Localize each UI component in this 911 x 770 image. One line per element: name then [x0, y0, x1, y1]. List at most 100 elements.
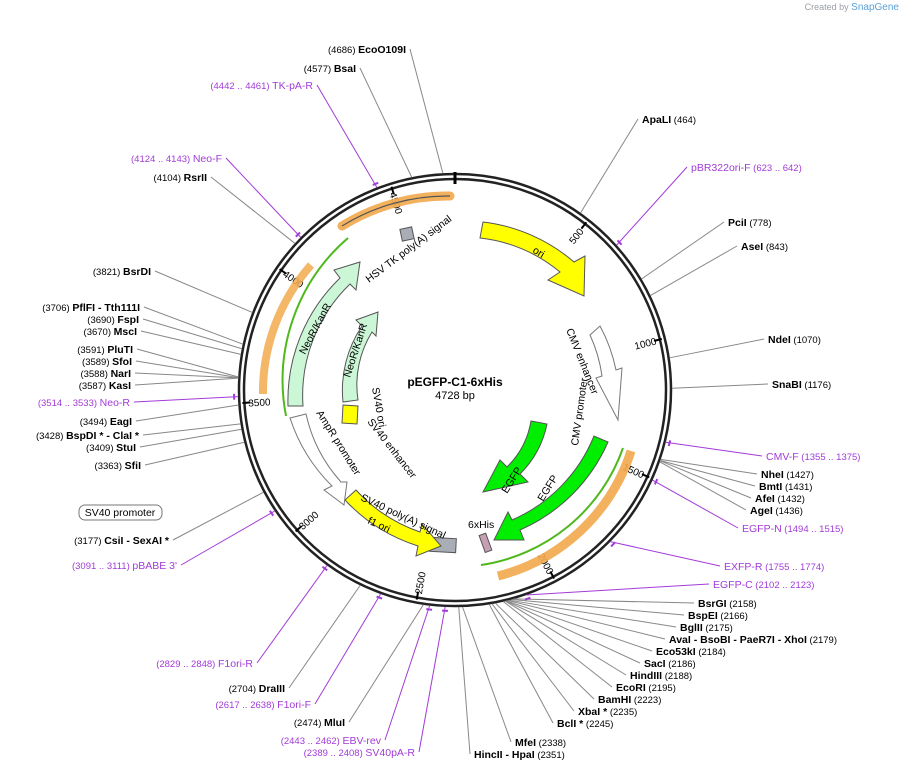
primer-leader-5: [610, 541, 721, 567]
primer-label-2: pBR322ori-F (623 .. 642): [691, 162, 802, 174]
site-label-37: (3706) PflFI - Tth111I: [42, 302, 140, 314]
primer-mark-9: [321, 566, 328, 572]
tick-mark-1500: [641, 473, 650, 479]
site-label-1: (4577) BsaI: [304, 63, 356, 75]
site-leader-18: [503, 601, 613, 688]
site-label-38: (3821) BsrDI: [93, 266, 151, 278]
site-leader-21: [488, 604, 554, 724]
site-leader-9: [659, 460, 752, 499]
site-label-34: (3591) PluTI: [77, 344, 133, 356]
site-label-25: (2704) DraIII: [229, 683, 285, 695]
primer-leader-2: [616, 166, 688, 246]
site-label-2: ApaLI (464): [642, 114, 696, 126]
primer-leader-7: [133, 396, 239, 403]
sv40-ori-box: [341, 404, 359, 425]
primer-leader-12: [418, 606, 446, 753]
site-label-13: BglII (2175): [680, 622, 733, 634]
tick-mark-2500: [415, 591, 420, 600]
egfp-arrow: [493, 435, 609, 541]
snapgene-watermark: Created by SnapGene: [804, 2, 899, 13]
primer-label-10: (2617 .. 2638) F1ori-F: [215, 699, 311, 711]
site-label-22: MfeI (2338): [515, 737, 566, 749]
site-label-14: AvaI - BsoBI - PaeR7I - XhoI (2179): [669, 634, 837, 646]
primer-leader-3: [665, 441, 763, 457]
primer-leader-4: [652, 479, 739, 529]
site-leader-8: [660, 460, 756, 487]
egfp-arrow-inner: [482, 420, 548, 493]
site-leader-7: [660, 458, 758, 475]
neo-arc-orange: [258, 262, 315, 395]
site-label-23: HincII - HpaI (2351): [474, 749, 565, 761]
primer-label-0: (4442 .. 4461) TK-pA-R: [210, 80, 313, 92]
site-label-10: AgeI (1436): [750, 505, 803, 517]
site-leader-32: [134, 372, 239, 379]
feature-label-sv40-enhancer: SV40 enhancer: [365, 416, 419, 481]
primer-mark-5: [610, 541, 616, 548]
site-leader-33: [135, 360, 239, 379]
tick-label-1000: 1000: [634, 336, 659, 352]
site-leader-3: [641, 221, 725, 280]
site-leader-15: [506, 600, 653, 652]
site-label-4: AseI (843): [741, 241, 788, 253]
primer-label-12: (2389 .. 2408) SV40pA-R: [304, 747, 416, 759]
site-label-7: NheI (1427): [761, 469, 814, 481]
site-label-36: (3690) FspI: [87, 314, 139, 326]
site-leader-13: [508, 599, 677, 628]
site-leader-17: [505, 600, 627, 676]
feature-shapes: [287, 221, 623, 557]
site-leader-14: [507, 599, 666, 640]
site-leader-27: [144, 441, 245, 466]
primer-label-1: (4124 .. 4143) Neo-F: [131, 153, 222, 165]
primer-mark-1: [295, 231, 301, 238]
primer-mark-8: [269, 510, 275, 517]
primer-label-6: EGFP-C (2102 .. 2123): [713, 579, 814, 591]
site-leader-35: [140, 330, 242, 355]
site-leader-37: [143, 306, 244, 345]
primer-label-7: (3514 .. 3533) Neo-R: [38, 397, 131, 409]
primer-label-11: (2443 .. 2462) EBV-rev: [281, 735, 382, 747]
site-leader-23: [458, 606, 471, 755]
site-leader-16: [505, 600, 641, 664]
egfp-arc-green: [480, 447, 624, 566]
site-label-16: SacI (2186): [644, 658, 696, 670]
tick-label-3000: 3000: [297, 509, 321, 532]
site-label-24: (2474) MluI: [294, 717, 345, 729]
site-leader-0: [409, 48, 444, 174]
site-label-29: (3428) BspDI * - ClaI *: [36, 430, 140, 442]
tk-arc-line: [341, 195, 451, 227]
site-label-31: (3587) KasI: [79, 380, 131, 392]
site-leader-10: [659, 461, 747, 511]
site-leader-22: [462, 606, 512, 743]
site-label-17: HindIII (2188): [630, 670, 692, 682]
egfp-arc-orange: [496, 449, 636, 581]
tick-label-500: 500: [568, 226, 587, 246]
neo-arc-green: [281, 237, 349, 417]
site-leader-12: [511, 599, 685, 616]
primer-mark-6: [524, 596, 531, 601]
primer-mark-11: [426, 608, 433, 611]
primer-mark-0: [372, 181, 379, 186]
primer-leader-0: [316, 84, 378, 188]
site-leader-5: [669, 338, 765, 359]
primer-leader-1: [225, 157, 302, 238]
primer-leader-6: [526, 583, 710, 596]
site-leader-1: [359, 67, 413, 178]
primer-leader-11: [384, 605, 431, 741]
site-leader-4: [650, 245, 738, 296]
site-leader-26: [172, 491, 264, 541]
site-label-19: BamHI (2223): [598, 694, 661, 706]
site-leader-29: [142, 423, 241, 436]
site-label-39: (4104) RsrII: [154, 172, 208, 184]
site-leader-20: [491, 603, 575, 712]
feature-label-ori: ori: [530, 244, 546, 260]
primer-mark-2: [616, 239, 623, 246]
ori-arrow: [479, 221, 586, 297]
site-label-28: (3409) StuI: [86, 442, 136, 454]
snapgene-brand: SnapGene: [851, 2, 899, 13]
tick-mark-3000: [294, 525, 303, 533]
site-leader-36: [142, 318, 243, 350]
tick-label-3500: 3500: [248, 397, 271, 409]
primer-label-9: (2829 .. 2848) F1ori-R: [156, 658, 253, 670]
site-label-18: EcoRI (2195): [616, 682, 676, 694]
tick-label-2500: 2500: [414, 571, 429, 595]
